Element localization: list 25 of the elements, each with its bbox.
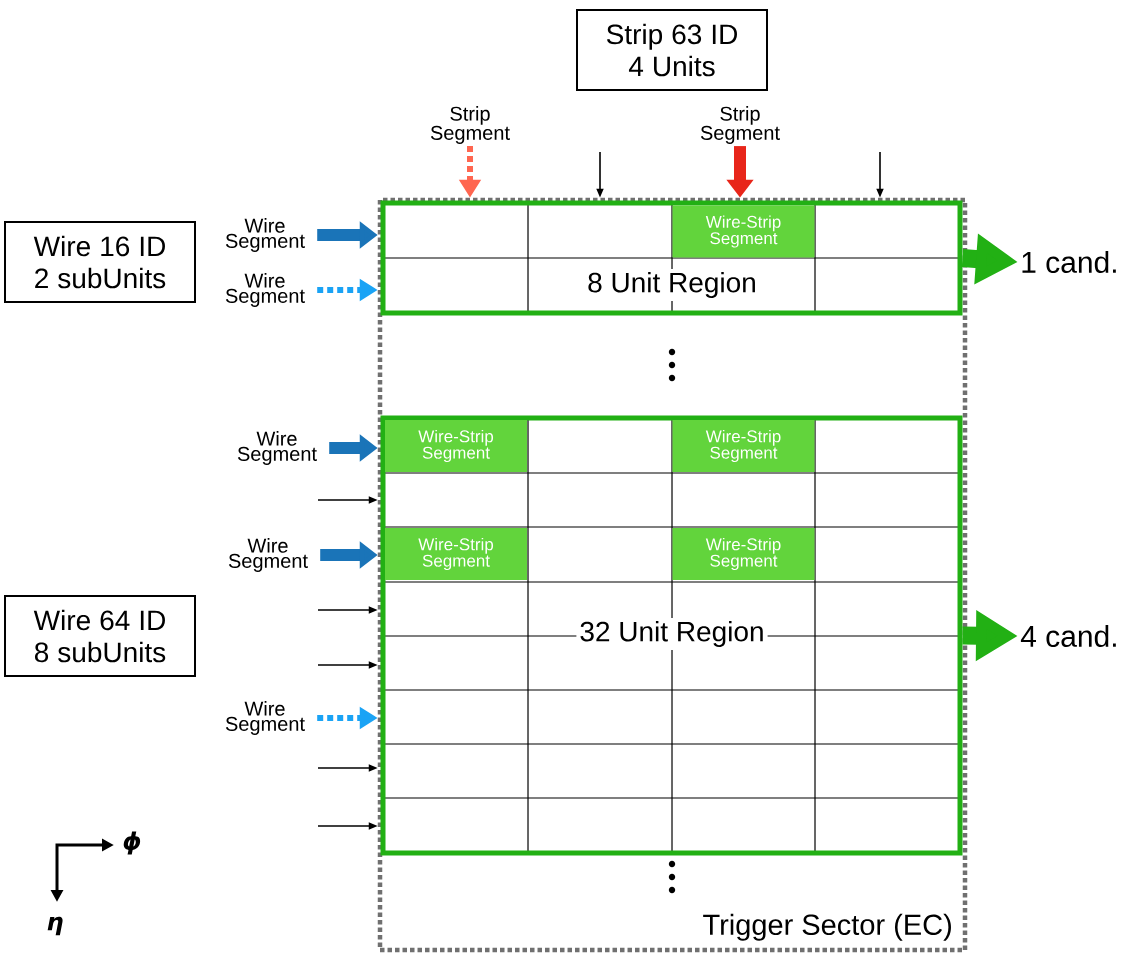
segment-label: Wire Segment — [237, 431, 317, 465]
region-grid — [380, 200, 963, 316]
segment-label: Wire Segment — [228, 538, 308, 572]
segment-label: Wire Segment — [225, 273, 305, 307]
axis-label: η — [47, 916, 63, 936]
segment-label: Wire Segment — [225, 218, 305, 252]
axis-label: ϕ — [123, 831, 141, 855]
region-label: 8 Unit Region — [584, 268, 760, 302]
segment-cell: Wire-Strip Segment — [672, 205, 815, 258]
segment-cell: Wire-Strip Segment — [385, 420, 527, 472]
segment-cell: Wire-Strip Segment — [672, 420, 815, 472]
candidate-label: 4 cand. — [1020, 625, 1116, 647]
segment-cell: Wire-Strip Segment — [672, 528, 815, 580]
sector-frame — [377, 197, 968, 953]
region-label: 32 Unit Region — [576, 617, 768, 651]
region-grid — [380, 415, 963, 856]
id-box: Strip 63 ID 4 Units — [576, 9, 768, 91]
candidate-label: 1 cand. — [1022, 251, 1116, 273]
id-box: Wire 64 ID 8 subUnits — [4, 595, 196, 677]
segment-label: Strip Segment — [700, 106, 780, 144]
segment-label: Wire Segment — [225, 701, 305, 735]
segment-cell: Wire-Strip Segment — [385, 528, 527, 580]
id-box: Wire 16 ID 2 subUnits — [4, 221, 196, 303]
sector-title: Trigger Sector (EC) — [703, 913, 951, 941]
segment-label: Strip Segment — [430, 106, 510, 144]
